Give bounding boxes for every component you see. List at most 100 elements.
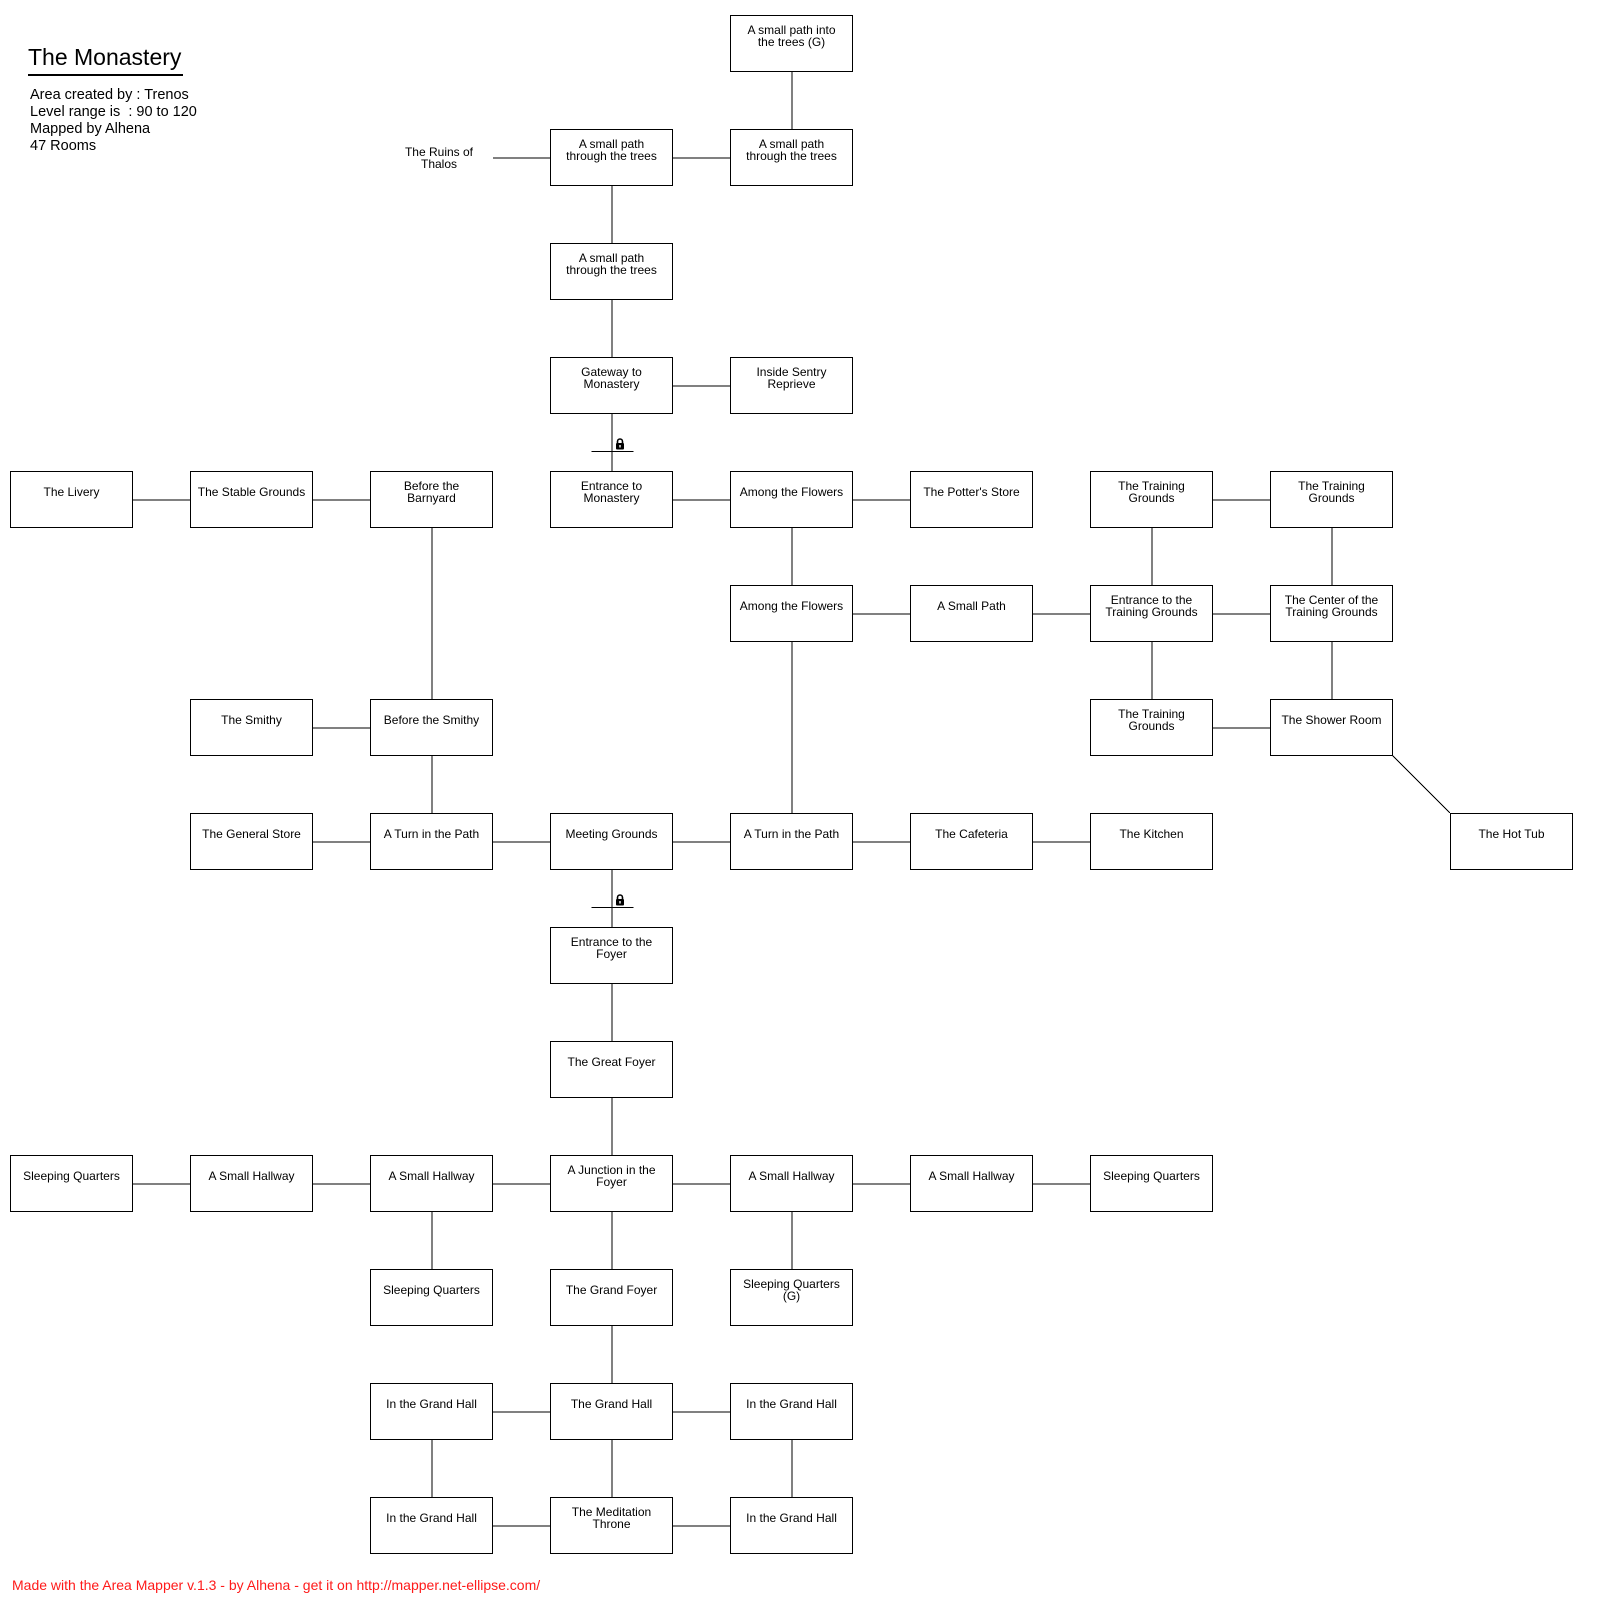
room-box[interactable]: Among the Flowers xyxy=(730,585,853,642)
room-box[interactable]: The Meditation Throne xyxy=(550,1497,673,1554)
room-box[interactable]: Meeting Grounds xyxy=(550,813,673,870)
room-box[interactable]: The Kitchen xyxy=(1090,813,1213,870)
room-box[interactable]: Entrance to the Foyer xyxy=(550,927,673,984)
room-box[interactable]: Gateway to Monastery xyxy=(550,357,673,414)
room-name: Sleeping Quarters (G) xyxy=(743,1277,840,1303)
room-name: A Junction in the Foyer xyxy=(567,1163,656,1189)
room-box[interactable]: A small path through the trees xyxy=(550,243,673,300)
room-name: A Small Hallway xyxy=(748,1169,835,1183)
info-level-range: Level range is : 90 to 120 xyxy=(30,104,197,120)
room-box[interactable]: A small path into the trees (G) xyxy=(730,15,853,72)
room-name: Entrance to the Training Grounds xyxy=(1105,593,1198,619)
room-name: A Turn in the Path xyxy=(383,827,480,841)
room-name: The Smithy xyxy=(221,713,282,727)
room-box[interactable]: A Turn in the Path xyxy=(730,813,853,870)
room-name: A small path through the trees xyxy=(566,251,657,277)
room-name: Sleeping Quarters xyxy=(383,1283,480,1297)
room-box[interactable]: The General Store xyxy=(190,813,313,870)
room-box[interactable]: Sleeping Quarters xyxy=(1090,1155,1213,1212)
room-name: A Small Hallway xyxy=(388,1169,475,1183)
room-name: Entrance to the Foyer xyxy=(570,935,653,961)
room-box[interactable]: The Smithy xyxy=(190,699,313,756)
info-creator: Area created by : Trenos xyxy=(30,87,189,103)
room-name: The Center of the Training Grounds xyxy=(1284,593,1379,619)
room-name: The Meditation Throne xyxy=(571,1505,652,1531)
room-name: The Potter's Store xyxy=(923,485,1020,499)
room-box[interactable]: Before the Barnyard xyxy=(370,471,493,528)
connection-line-diagonal xyxy=(1392,755,1451,814)
room-box[interactable]: In the Grand Hall xyxy=(730,1383,853,1440)
room-name: In the Grand Hall xyxy=(386,1511,477,1525)
room-name: Among the Flowers xyxy=(739,485,844,499)
room-name: Gateway to Monastery xyxy=(581,365,642,391)
room-box[interactable]: Entrance to the Training Grounds xyxy=(1090,585,1213,642)
room-box[interactable]: The Grand Foyer xyxy=(550,1269,673,1326)
room-name: The Great Foyer xyxy=(567,1055,656,1069)
room-name: A small path into the trees (G) xyxy=(747,23,836,49)
room-box[interactable]: The Training Grounds xyxy=(1090,471,1213,528)
room-name: A small path through the trees xyxy=(746,137,837,163)
room-name: Inside Sentry Reprieve xyxy=(756,365,827,391)
room-name: The Livery xyxy=(43,485,100,499)
room-box[interactable]: The Training Grounds xyxy=(1090,699,1213,756)
room-name: Sleeping Quarters xyxy=(23,1169,120,1183)
room-name: Entrance to Monastery xyxy=(580,479,643,505)
info-room-count: 47 Rooms xyxy=(30,138,97,154)
room-box[interactable]: The Stable Grounds xyxy=(190,471,313,528)
room-box[interactable]: Inside Sentry Reprieve xyxy=(730,357,853,414)
lock-icon xyxy=(615,437,625,450)
room-box[interactable]: Among the Flowers xyxy=(730,471,853,528)
lock-icon xyxy=(615,893,625,906)
room-box[interactable]: A small path through the trees xyxy=(730,129,853,186)
room-box[interactable]: The Great Foyer xyxy=(550,1041,673,1098)
room-name: The Shower Room xyxy=(1281,713,1382,727)
room-box[interactable]: Sleeping Quarters (G) xyxy=(730,1269,853,1326)
exit-label-ruins-of-thalos: The Ruins of Thalos xyxy=(404,145,474,171)
room-box[interactable]: A Small Hallway xyxy=(370,1155,493,1212)
room-name: In the Grand Hall xyxy=(746,1511,837,1525)
room-name: Among the Flowers xyxy=(739,599,844,613)
room-name: Before the Smithy xyxy=(383,713,480,727)
room-box[interactable]: A Turn in the Path xyxy=(370,813,493,870)
room-name: A Small Hallway xyxy=(928,1169,1015,1183)
room-box[interactable]: The Hot Tub xyxy=(1450,813,1573,870)
room-name: The Hot Tub xyxy=(1478,827,1545,841)
room-name: In the Grand Hall xyxy=(386,1397,477,1411)
room-box[interactable]: Entrance to Monastery xyxy=(550,471,673,528)
room-name: The General Store xyxy=(202,827,301,841)
room-name: The Training Grounds xyxy=(1118,479,1185,505)
room-box[interactable]: A small path through the trees xyxy=(550,129,673,186)
room-name: A Small Path xyxy=(937,599,1006,613)
room-box[interactable]: The Shower Room xyxy=(1270,699,1393,756)
room-box[interactable]: The Cafeteria xyxy=(910,813,1033,870)
room-name: The Grand Hall xyxy=(570,1397,653,1411)
room-box[interactable]: Sleeping Quarters xyxy=(370,1269,493,1326)
room-name: The Kitchen xyxy=(1119,827,1184,841)
room-box[interactable]: In the Grand Hall xyxy=(370,1383,493,1440)
room-name: The Training Grounds xyxy=(1118,707,1185,733)
room-box[interactable]: The Grand Hall xyxy=(550,1383,673,1440)
room-name: The Training Grounds xyxy=(1298,479,1365,505)
map-info: Area created by : Trenos Level range is … xyxy=(30,87,197,155)
room-box[interactable]: A Small Hallway xyxy=(730,1155,853,1212)
room-box[interactable]: In the Grand Hall xyxy=(370,1497,493,1554)
room-name: Sleeping Quarters xyxy=(1103,1169,1200,1183)
room-box[interactable]: Before the Smithy xyxy=(370,699,493,756)
room-box[interactable]: The Livery xyxy=(10,471,133,528)
room-name: Before the Barnyard xyxy=(403,479,460,505)
room-box[interactable]: A Small Hallway xyxy=(910,1155,1033,1212)
room-box[interactable]: The Potter's Store xyxy=(910,471,1033,528)
room-box[interactable]: A Small Hallway xyxy=(190,1155,313,1212)
room-name: A Turn in the Path xyxy=(743,827,840,841)
room-name: The Cafeteria xyxy=(935,827,1008,841)
footer-credit: Made with the Area Mapper v.1.3 - by Alh… xyxy=(12,1577,541,1593)
room-box[interactable]: In the Grand Hall xyxy=(730,1497,853,1554)
room-box[interactable]: The Training Grounds xyxy=(1270,471,1393,528)
room-box[interactable]: A Junction in the Foyer xyxy=(550,1155,673,1212)
room-box[interactable]: The Center of the Training Grounds xyxy=(1270,585,1393,642)
room-box[interactable]: Sleeping Quarters xyxy=(10,1155,133,1212)
info-mapper: Mapped by Alhena xyxy=(30,121,151,137)
room-box[interactable]: A Small Path xyxy=(910,585,1033,642)
room-name: A Small Hallway xyxy=(208,1169,295,1183)
